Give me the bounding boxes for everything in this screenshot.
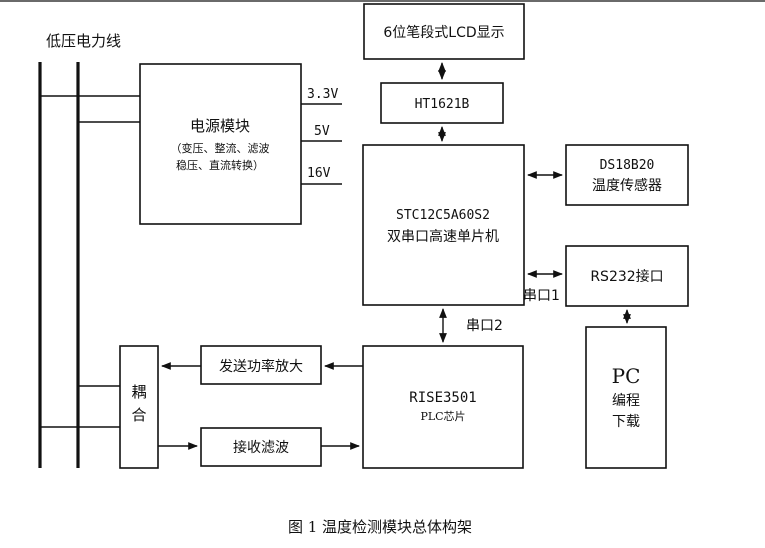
- rs232-label: RS232接口: [590, 268, 663, 285]
- ht1621-label: HT1621B: [415, 97, 470, 112]
- send-amp-box: [200, 345, 322, 385]
- coupling-line1: 耦: [131, 383, 146, 401]
- power-module-title: 电源模块: [190, 117, 250, 135]
- serial2-label: 串口2: [466, 318, 503, 334]
- output-5v-label: 5V: [314, 124, 330, 139]
- ds18b20-model: DS18B20: [600, 158, 655, 173]
- plc-model: RISE3501: [409, 390, 476, 406]
- ht1621-box: [380, 82, 504, 124]
- figure-caption: 图 1 温度检测模块总体构架: [288, 518, 472, 536]
- mcu-box: [362, 144, 525, 306]
- pc-label: PC: [612, 364, 641, 388]
- plc-box: [362, 345, 524, 469]
- coupling-line2: 合: [131, 406, 146, 424]
- top-rule: [0, 0, 765, 2]
- power-module-line2: 稳压、直流转换）: [176, 158, 264, 172]
- power-line-label: 低压电力线: [46, 32, 121, 50]
- recv-filter-label: 接收滤波: [233, 439, 289, 456]
- lcd-display-label: 6位笔段式LCD显示: [383, 25, 504, 41]
- power-module-box: [139, 63, 302, 225]
- mcu-desc: 双串口高速单片机: [387, 228, 499, 245]
- rs232-box: [565, 245, 689, 307]
- pc-line3: 下载: [612, 414, 640, 430]
- ds18b20-box: [565, 144, 689, 206]
- plc-desc: PLC芯片: [420, 409, 465, 423]
- mcu-model: STC12C5A60S2: [396, 208, 490, 223]
- power-module-line1: （变压、整流、滤波: [171, 141, 270, 155]
- recv-filter-box: [200, 427, 322, 467]
- lcd-display-box: [363, 3, 525, 60]
- output-33v-label: 3.3V: [307, 87, 338, 102]
- ds18b20-desc: 温度传感器: [592, 177, 662, 194]
- serial1-label: 串口1: [523, 288, 560, 304]
- output-16v-label: 16V: [307, 166, 331, 181]
- send-amp-label: 发送功率放大: [219, 358, 303, 375]
- coupling-box: [119, 345, 159, 469]
- pc-line2: 编程: [612, 393, 640, 409]
- pc-box: [585, 326, 667, 469]
